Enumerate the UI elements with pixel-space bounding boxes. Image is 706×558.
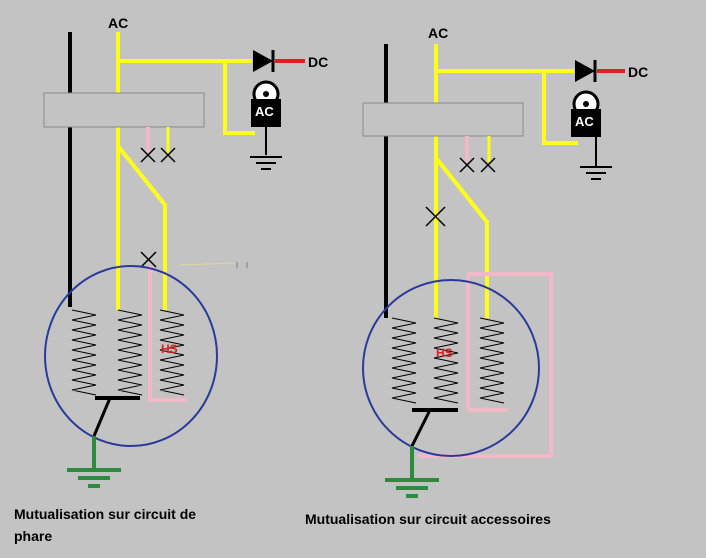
left-circuit: AC DC AC HS xyxy=(43,15,328,488)
right-caption: Mutualisation sur circuit accessoires xyxy=(305,511,551,527)
left-ac-label: AC xyxy=(108,15,128,31)
left-regulator-label: AC xyxy=(255,104,274,119)
right-ac-label: AC xyxy=(428,25,448,41)
left-caption: Mutualisation sur circuit de phare xyxy=(14,506,197,544)
right-relay-box xyxy=(362,102,524,137)
right-dc-label: DC xyxy=(628,64,648,80)
right-filament-3 xyxy=(479,317,505,404)
right-ac-wires xyxy=(434,44,578,318)
right-ground-icon xyxy=(383,478,441,498)
left-regulator-icon xyxy=(249,80,283,170)
right-diode-icon xyxy=(575,60,595,82)
left-bulb-outline xyxy=(44,265,218,447)
left-dc-label: DC xyxy=(308,54,328,70)
left-hs-wire xyxy=(148,266,187,402)
right-hs-wire xyxy=(418,272,553,458)
right-cut-marks xyxy=(425,157,496,227)
right-circuit: AC DC AC HS xyxy=(362,25,648,498)
right-regulator-label: AC xyxy=(575,114,594,129)
left-cut-marks xyxy=(140,147,176,268)
left-ac-wires xyxy=(116,32,255,310)
left-filament-2 xyxy=(117,309,143,396)
right-filament-1 xyxy=(391,317,417,404)
right-filament-2 xyxy=(433,317,459,404)
right-bulb-outline xyxy=(362,279,540,457)
right-hs-label: HS xyxy=(436,346,453,360)
left-filament-1 xyxy=(71,309,97,396)
right-regulator-icon xyxy=(571,90,613,180)
left-ground-icon xyxy=(65,468,123,488)
left-relay-box xyxy=(43,92,205,128)
left-diode-icon xyxy=(253,50,273,72)
left-hs-label: HS xyxy=(161,342,178,356)
